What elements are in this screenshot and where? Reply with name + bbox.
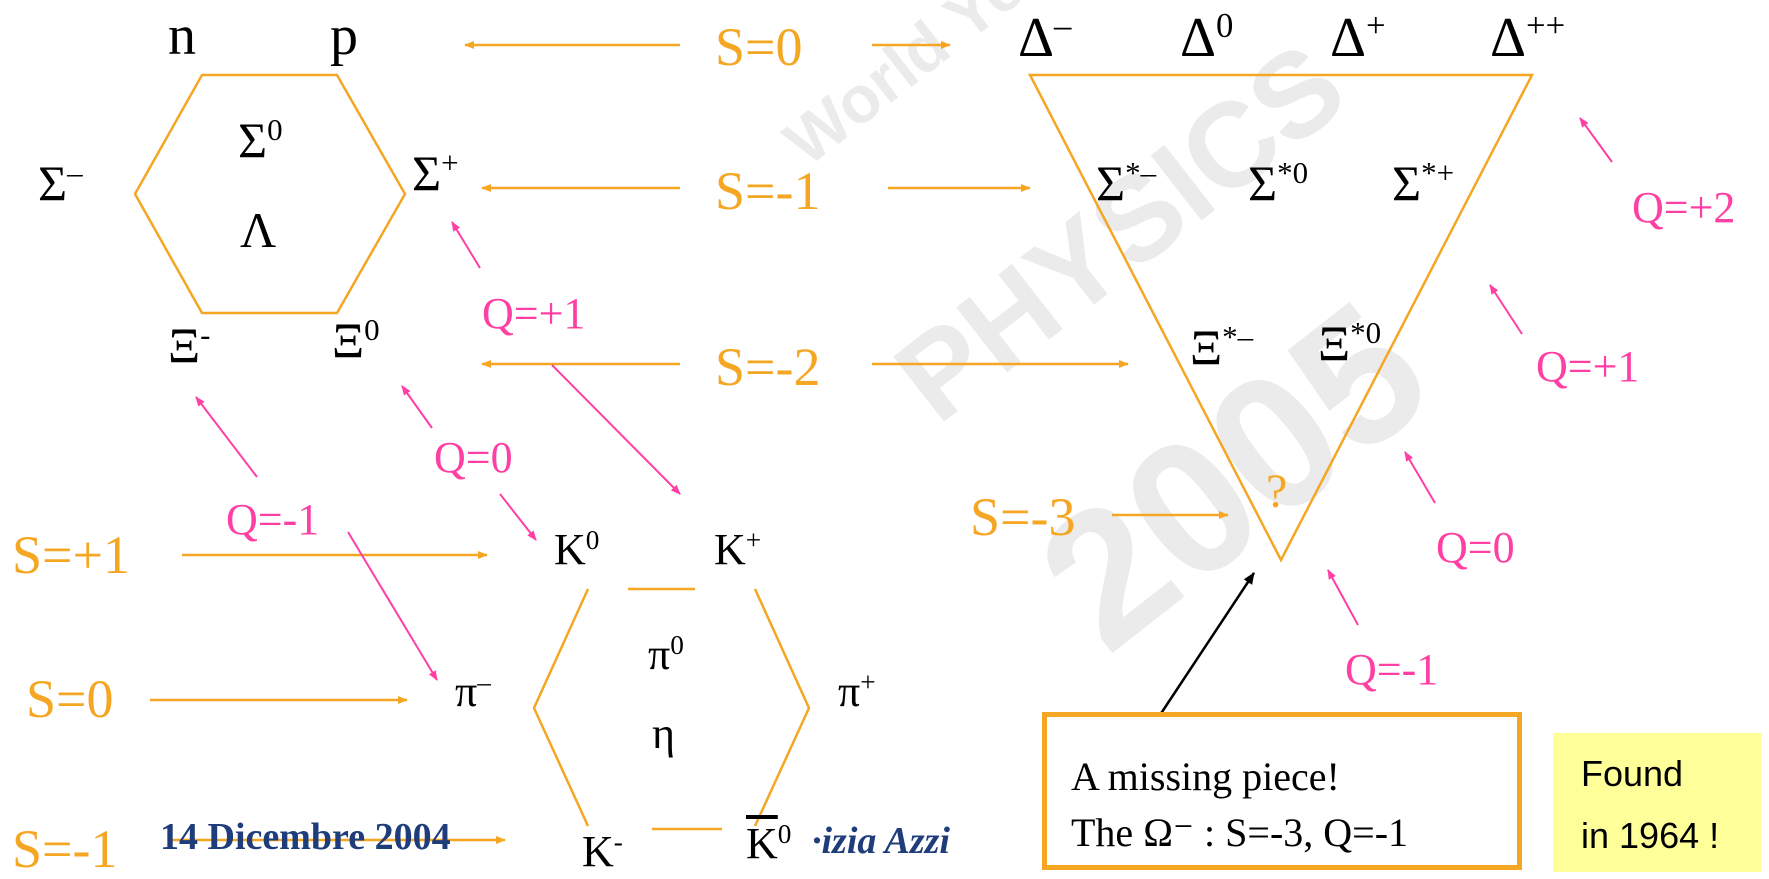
particle-k-zero-bar: K0	[746, 819, 792, 868]
strangeness-s0-meson: S=0	[26, 669, 114, 729]
charge-q-minus1-right: Q=-1	[1345, 645, 1439, 694]
q-plus1-left-arrow	[451, 221, 481, 269]
baryon-octet-hexagon	[133, 73, 407, 315]
found-callout: Found in 1964 !	[1553, 733, 1761, 872]
particle-n: n	[168, 5, 196, 67]
missing-piece-line2: The Ω⁻ : S=-3, Q=-1	[1071, 810, 1409, 855]
particle-k-minus: K-	[582, 827, 623, 876]
q-minus1-left-arrow-to-pi	[347, 531, 438, 681]
particle-xi-star-zero: Ξ*0	[1318, 314, 1382, 371]
strangeness-s-minus1: S=-1	[715, 161, 821, 221]
particle-sigma-star-minus: Σ*–	[1096, 154, 1157, 211]
particle-sigma-zero: Σ0	[238, 111, 283, 168]
particle-lambda: Λ	[240, 202, 277, 258]
found-line1: Found	[1581, 753, 1684, 794]
particle-pi-minus: π–	[455, 667, 491, 716]
strangeness-s-minus1-meson: S=-1	[12, 819, 118, 879]
charge-q-plus2-right: Q=+2	[1632, 183, 1736, 232]
q-minus1-left-arrow	[195, 396, 258, 478]
missing-piece-line1: A missing piece!	[1071, 754, 1340, 799]
strangeness-s0-top: S=0	[715, 17, 803, 77]
q-plus1-left-arrow-to-kplus	[551, 364, 681, 495]
particle-delta-minus: Δ–	[1018, 5, 1072, 69]
charge-q-zero-right: Q=0	[1436, 523, 1515, 572]
particle-delta-plus: Δ+	[1330, 5, 1386, 69]
particle-sigma-minus: Σ–	[38, 154, 83, 211]
q-plus1-right-arrow	[1489, 284, 1523, 335]
charge-q-minus1-left: Q=-1	[226, 495, 320, 544]
particle-pi-zero: π0	[648, 630, 684, 679]
footer-date: 14 Dicembre 2004	[160, 816, 451, 858]
particle-omega-unknown: ?	[1266, 465, 1288, 518]
particle-sigma-star-zero: Σ*0	[1248, 154, 1309, 211]
charge-q-zero-left: Q=0	[434, 433, 513, 482]
particle-xi-minus: Ξ-	[168, 316, 211, 373]
q-plus2-right-arrow	[1579, 117, 1613, 163]
particle-sigma-plus: Σ+	[412, 144, 459, 201]
particle-pi-plus: π+	[838, 667, 876, 716]
found-line2: in 1964 !	[1581, 815, 1720, 856]
q-zero-left-arrow	[401, 385, 433, 429]
particle-p: p	[330, 5, 358, 67]
q-minus1-right-arrow	[1327, 569, 1359, 626]
particle-delta-zero: Δ0	[1180, 5, 1234, 69]
charge-q-plus1-left: Q=+1	[482, 289, 586, 338]
charge-q-plus1-right: Q=+1	[1536, 342, 1640, 391]
particle-eta: η	[652, 709, 676, 758]
particle-delta-plusplus: Δ++	[1490, 5, 1566, 69]
particle-xi-zero: Ξ0	[332, 311, 380, 368]
particle-sigma-star-plus: Σ*+	[1392, 154, 1455, 211]
meson-octet-hexagon-left	[532, 588, 590, 827]
missing-piece-box: A missing piece! The Ω⁻ : S=-3, Q=-1	[1042, 712, 1522, 870]
strangeness-s-minus3: S=-3	[970, 487, 1076, 547]
meson-octet-hexagon-right	[753, 588, 811, 827]
particle-xi-star-minus: Ξ*–	[1190, 318, 1254, 375]
strangeness-s-plus1: S=+1	[12, 525, 130, 585]
q-zero-left-arrow-to-k0	[499, 493, 537, 541]
q-zero-right-arrow	[1404, 451, 1436, 504]
particle-k-zero: K0	[554, 525, 600, 574]
footer-author: ·izia Azzi	[812, 820, 950, 862]
strangeness-s-minus2: S=-2	[715, 337, 821, 397]
decuplet-triangle	[1027, 73, 1535, 563]
missing-piece-pointer-arrow	[1156, 572, 1256, 719]
particle-k-plus: K+	[714, 525, 762, 574]
